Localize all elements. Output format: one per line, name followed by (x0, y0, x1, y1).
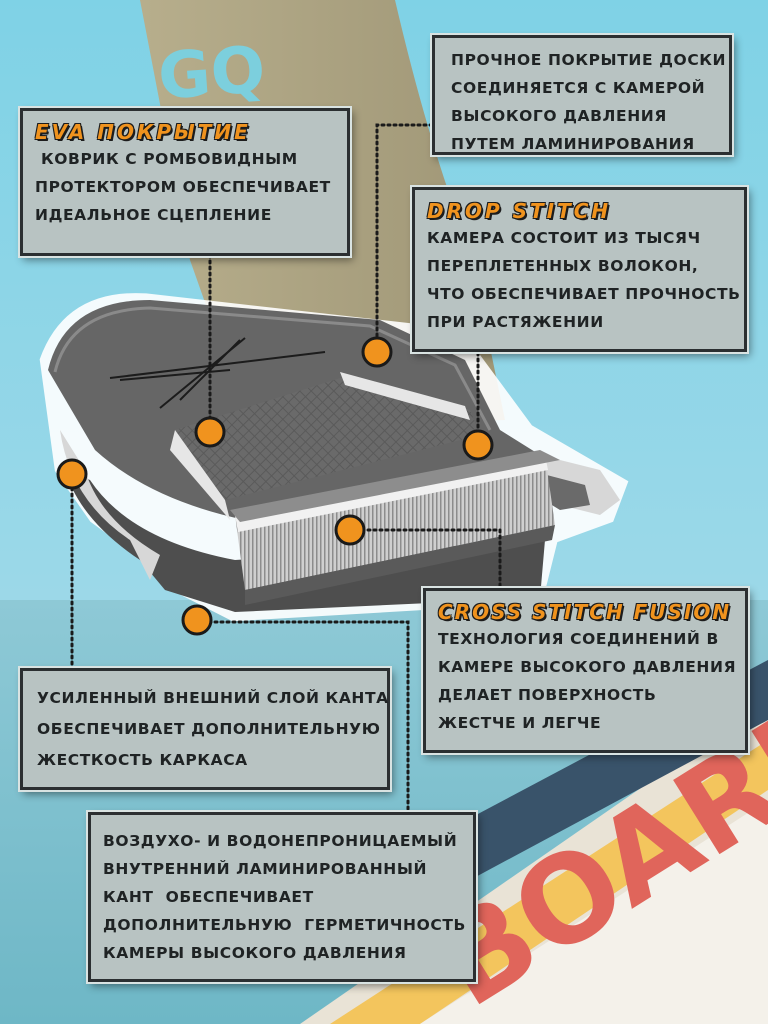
callout-cross-stitch-line-2: КАМЕРЕ ВЫСОКОГО ДАВЛЕНИЯ (438, 658, 737, 676)
marker-rail (56, 458, 88, 490)
connector-airtight (195, 620, 410, 814)
marker-airtight (181, 604, 213, 636)
eva-pad (175, 375, 480, 500)
callout-rail-line-3: ЖЕСТКОСТЬ КАРКАСА (37, 751, 248, 769)
callout-cross-stitch-line-4: ЖЕСТЧЕ И ЛЕГЧЕ (438, 714, 602, 732)
marker-eva (194, 416, 226, 448)
callout-eva-line-2: ПРОТЕКТОРОМ ОБЕСПЕЧИВАЕТ (35, 178, 331, 196)
callout-rail-line-2: ОБЕСПЕЧИВАЕТ ДОПОЛНИТЕЛЬНУЮ (37, 720, 381, 738)
callout-drop-stitch-line-1: КАМЕРА СОСТОИТ ИЗ ТЫСЯЧ (427, 229, 701, 247)
callout-lamination-line-4: ПУТЕМ ЛАМИНИРОВАНИЯ (451, 135, 695, 153)
marker-drop-stitch (462, 429, 494, 461)
connector-lamination (375, 123, 434, 354)
connector-cross-stitch (348, 528, 502, 590)
callout-airtight-line-4: ДОПОЛНИТЕЛЬНУЮ ГЕРМЕТИЧНОСТЬ (103, 916, 466, 934)
callout-drop-stitch-line-4: ПРИ РАСТЯЖЕНИИ (427, 313, 604, 331)
callout-cross-stitch: CROSS STITCH FUSION ТЕХНОЛОГИЯ СОЕДИНЕНИ… (423, 588, 748, 753)
callout-cross-stitch-line-1: ТЕХНОЛОГИЯ СОЕДИНЕНИЙ В (438, 630, 719, 648)
callout-eva: EVA ПОКРЫТИЕ КОВРИК С РОМБОВИДНЫМ ПРОТЕК… (20, 108, 350, 256)
callout-eva-title: EVA ПОКРЫТИЕ (35, 120, 251, 144)
marker-cross-stitch (334, 514, 366, 546)
callout-airtight-line-5: КАМЕРЫ ВЫСОКОГО ДАВЛЕНИЯ (103, 944, 407, 962)
board-logo: GQ (156, 33, 268, 114)
callout-cross-stitch-title: CROSS STITCH FUSION (438, 600, 732, 624)
callout-drop-stitch: DROP STITCH КАМЕРА СОСТОИТ ИЗ ТЫСЯЧ ПЕРЕ… (412, 187, 747, 352)
callout-eva-line-3: ИДЕАЛЬНОЕ СЦЕПЛЕНИЕ (35, 206, 272, 224)
callout-drop-stitch-title: DROP STITCH (427, 199, 612, 223)
callout-lamination-line-2: СОЕДИНЯЕТСЯ С КАМЕРОЙ (451, 79, 706, 97)
markers (56, 336, 494, 636)
callout-drop-stitch-line-3: ЧТО ОБЕСПЕЧИВАЕТ ПРОЧНОСТЬ (427, 285, 741, 303)
callout-lamination-line-1: ПРОЧНОЕ ПОКРЫТИЕ ДОСКИ (451, 51, 727, 69)
callout-airtight-line-1: ВОЗДУХО- И ВОДОНЕПРОНИЦАЕМЫЙ (103, 832, 458, 850)
board-cutaway (39, 293, 629, 622)
callout-rail-line-1: УСИЛЕННЫЙ ВНЕШНИЙ СЛОЙ КАНТА (37, 689, 389, 707)
callout-rail: УСИЛЕННЫЙ ВНЕШНИЙ СЛОЙ КАНТА ОБЕСПЕЧИВАЕ… (20, 668, 390, 790)
callout-cross-stitch-line-3: ДЕЛАЕТ ПОВЕРХНОСТЬ (438, 686, 657, 704)
callout-lamination-line-3: ВЫСОКОГО ДАВЛЕНИЯ (451, 107, 667, 125)
marker-lamination (361, 336, 393, 368)
callout-airtight: ВОЗДУХО- И ВОДОНЕПРОНИЦАЕМЫЙ ВНУТРЕННИЙ … (88, 812, 476, 982)
callout-airtight-line-2: ВНУТРЕННИЙ ЛАМИНИРОВАННЫЙ (103, 860, 428, 878)
callout-lamination: ПРОЧНОЕ ПОКРЫТИЕ ДОСКИ СОЕДИНЯЕТСЯ С КАМ… (432, 35, 732, 155)
callout-eva-line-1: КОВРИК С РОМБОВИДНЫМ (35, 150, 298, 168)
callout-airtight-line-3: КАНТ ОБЕСПЕЧИВАЕТ (103, 888, 314, 906)
callout-drop-stitch-line-2: ПЕРЕПЛЕТЕННЫХ ВОЛОКОН, (427, 257, 699, 275)
drop-stitch-core (235, 455, 555, 590)
